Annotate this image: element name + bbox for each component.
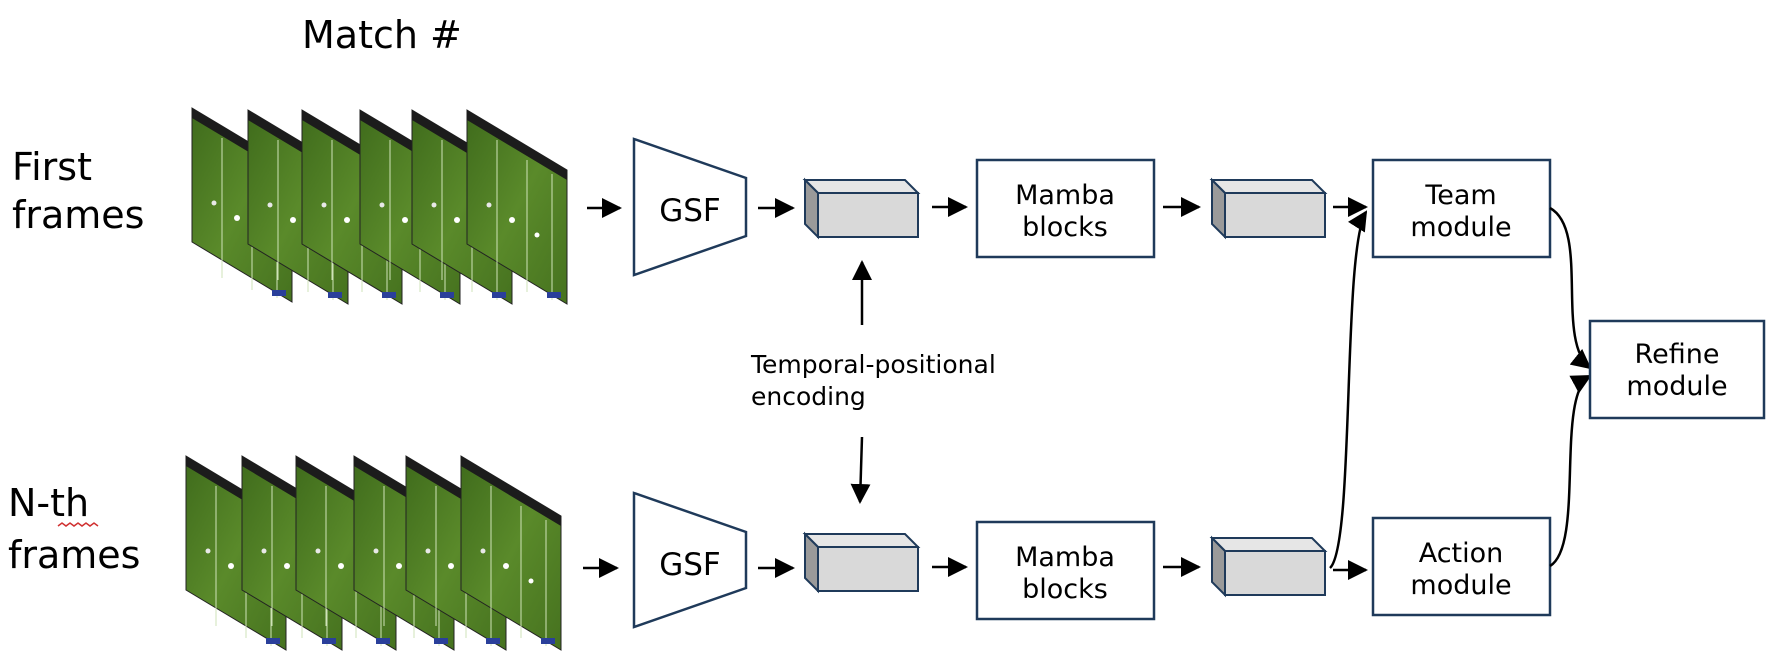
arrow-action-to-refine [1549, 374, 1592, 568]
team-module [1371, 158, 1552, 259]
action-label-line2: module [1410, 570, 1511, 601]
arrow-bottom-tensor-to-team [1329, 210, 1368, 569]
gsf-block-top [632, 137, 748, 277]
mamba-label-bottom-line2: blocks [1022, 574, 1108, 605]
spellcheck-squiggle [57, 522, 99, 527]
mamba-label-top-line1: Mamba [1015, 180, 1115, 211]
refine-label-line2: module [1626, 371, 1727, 402]
mamba-label-bottom-line1: Mamba [1015, 542, 1115, 573]
mamba-blocks-bottom [975, 520, 1156, 621]
encoding-label-line2: encoding [751, 382, 866, 411]
nth-frames-stack [185, 455, 562, 651]
diagram-title: Match # [302, 13, 462, 57]
nth-frames-label-line1: N-th [8, 481, 89, 525]
refine-module [1588, 319, 1766, 420]
gsf-label-bottom: GSF [659, 547, 721, 583]
gsf-block-bottom [632, 491, 748, 629]
gsf-label-top: GSF [659, 193, 721, 229]
encoding-label-line1: Temporal-positional [750, 350, 996, 379]
first-frames-stack [191, 107, 568, 305]
arrow-team-to-refine [1549, 206, 1592, 370]
arrow-encoding-to-tensor-bottom [850, 436, 871, 504]
action-label-line1: Action [1419, 538, 1504, 569]
feature-tensor-bottom [802, 531, 921, 594]
refine-label-line1: Refine [1635, 339, 1720, 370]
team-label-line2: module [1410, 212, 1511, 243]
action-module [1371, 516, 1552, 617]
team-label-line1: Team [1424, 180, 1496, 211]
output-tensor-bottom [1209, 535, 1328, 598]
output-tensor-top [1209, 177, 1328, 240]
mamba-label-top-line2: blocks [1022, 212, 1108, 243]
nth-frames-label-line2: frames [8, 533, 140, 577]
first-frames-label-line1: First [12, 145, 92, 189]
first-frames-label-line2: frames [12, 193, 144, 237]
mamba-blocks-top [975, 158, 1156, 259]
feature-tensor-top [802, 177, 921, 240]
